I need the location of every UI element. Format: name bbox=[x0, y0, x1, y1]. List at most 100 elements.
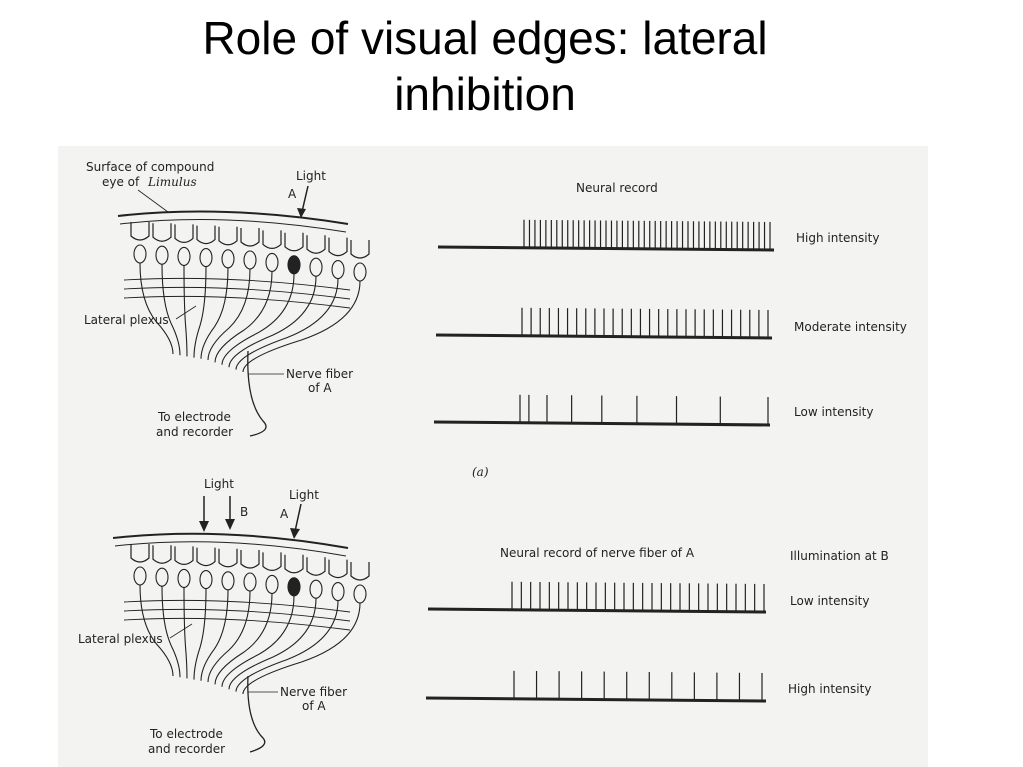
retinula-cell bbox=[133, 244, 147, 264]
nerve-fiber bbox=[235, 600, 339, 692]
trace-b-high-baseline bbox=[425, 696, 767, 703]
plexus-strand bbox=[123, 286, 351, 300]
ommatidium bbox=[262, 552, 282, 571]
lateral-plexus-label-b: Lateral plexus bbox=[78, 632, 163, 646]
retinula-cell bbox=[265, 252, 279, 272]
neural-record-title-a: Neural record bbox=[576, 181, 658, 195]
nerve-fiber bbox=[207, 268, 251, 361]
ommatidium-a-dark bbox=[287, 577, 301, 597]
trace-label-high-intensity: High intensity bbox=[796, 231, 879, 245]
ommatidium bbox=[152, 223, 172, 242]
light-arrow-a-head bbox=[297, 208, 306, 218]
ommatidium bbox=[284, 232, 304, 252]
ommatidium bbox=[350, 240, 370, 259]
retinula-cell bbox=[221, 249, 235, 269]
panel-b-eye-diagram: Light B Light A Lateral plexus Nerve fib… bbox=[78, 477, 370, 756]
light-label-a: Light bbox=[296, 169, 326, 183]
ommatidium bbox=[218, 548, 238, 568]
nerve-fiber bbox=[139, 262, 174, 355]
ommatidium bbox=[130, 544, 150, 563]
retinula-cell bbox=[177, 568, 191, 588]
nerve-fiber bbox=[183, 265, 188, 357]
plexus-strand bbox=[123, 608, 351, 622]
ommatidium bbox=[306, 235, 326, 254]
ommatidium bbox=[328, 237, 348, 257]
trace-label-moderate-intensity: Moderate intensity bbox=[794, 320, 907, 334]
retinula-cell bbox=[199, 570, 213, 590]
panel-b-neural-records: Neural record of nerve fiber of A Illumi… bbox=[425, 546, 889, 703]
nerve-fiber bbox=[214, 593, 273, 685]
neural-trace-moderate-intensity bbox=[435, 307, 773, 340]
light-arrow-b-head bbox=[225, 519, 235, 530]
eye-surface-species-label: Limulus bbox=[147, 175, 197, 189]
retinula-cell bbox=[243, 250, 257, 270]
nerve-fiber bbox=[221, 595, 295, 687]
neural-trace-b-low-intensity bbox=[427, 581, 767, 614]
lateral-plexus-leader-b bbox=[169, 623, 193, 639]
ommatidium bbox=[350, 562, 370, 581]
nerve-fiber bbox=[214, 271, 273, 363]
nerve-fiber bbox=[193, 266, 207, 358]
retinula-cell bbox=[177, 246, 191, 266]
electrode-label-a-line-2: and recorder bbox=[156, 425, 233, 439]
ommatidium bbox=[130, 222, 150, 241]
lateral-plexus-label-a: Lateral plexus bbox=[84, 313, 169, 327]
eye-surface-arc-a bbox=[117, 210, 349, 225]
trace-label-b-high-intensity: High intensity bbox=[788, 682, 871, 696]
nerve-fiber bbox=[161, 586, 181, 678]
ommatidium bbox=[218, 226, 238, 246]
eye-surface-inner-arc-a bbox=[119, 219, 347, 233]
neural-record-title-b: Neural record of nerve fiber of A bbox=[500, 546, 695, 560]
illumination-title-b: Illumination at B bbox=[790, 549, 889, 563]
retinula-cell bbox=[331, 260, 345, 280]
light-a-letter-b: A bbox=[280, 507, 289, 521]
nerve-fiber bbox=[242, 602, 361, 695]
slide-title-line-1: Role of visual edges: lateral bbox=[202, 12, 768, 64]
nerve-fiber bbox=[235, 278, 339, 370]
slide-title: Role of visual edges: lateral inhibition bbox=[0, 10, 970, 122]
panel-a-eye-diagram: Surface of compound eye of Limulus Light… bbox=[84, 160, 370, 439]
ommatidium bbox=[174, 546, 194, 565]
neural-trace-b-high-intensity bbox=[425, 670, 767, 703]
retinula-cell bbox=[243, 572, 257, 592]
plexus-strand bbox=[123, 277, 351, 291]
retinula-cell bbox=[155, 567, 169, 587]
retinula-cell bbox=[309, 579, 323, 599]
trace-label-low-intensity: Low intensity bbox=[794, 405, 873, 419]
light-label-left-b: Light bbox=[204, 477, 234, 491]
nerve-fiber bbox=[242, 280, 361, 373]
retinula-cell bbox=[133, 566, 147, 586]
light-label-right-b: Light bbox=[289, 488, 319, 502]
trace-label-b-low-intensity: Low intensity bbox=[790, 594, 869, 608]
nerve-fiber bbox=[193, 588, 207, 680]
trace-low-baseline bbox=[433, 420, 771, 427]
retinula-cell bbox=[221, 571, 235, 591]
nerve-fiber bbox=[200, 589, 229, 681]
nerve-fiber-label-a-line-2: of A bbox=[308, 381, 332, 395]
figure-svg: Surface of compound eye of Limulus Light… bbox=[78, 160, 907, 756]
lateral-plexus-lines-a bbox=[123, 277, 351, 309]
nerve-fiber bbox=[207, 590, 251, 683]
eye-surface-label-line-1: Surface of compound bbox=[86, 160, 214, 174]
light-arrow-a-b-head bbox=[290, 528, 300, 539]
nerve-fiber bbox=[221, 273, 295, 365]
nerve-fiber-of-a-path bbox=[247, 350, 267, 437]
trace-b-low-baseline bbox=[427, 607, 767, 614]
plexus-strand bbox=[123, 599, 351, 613]
eye-surface-label-line-2: eye of bbox=[102, 175, 140, 189]
neural-trace-high-intensity bbox=[437, 219, 775, 252]
nerve-fiber-label-b-line-1: Nerve fiber bbox=[280, 685, 347, 699]
retinula-cell bbox=[353, 262, 367, 282]
retinula-cell bbox=[155, 245, 169, 265]
lateral-plexus-lines-b bbox=[123, 599, 351, 631]
eye-surface-arc-b bbox=[112, 532, 349, 549]
ommatidium bbox=[306, 557, 326, 576]
electrode-label-a-line-1: To electrode bbox=[157, 410, 231, 424]
light-b-letter: B bbox=[240, 505, 248, 519]
nerve-fiber bbox=[200, 267, 229, 359]
neural-trace-low-intensity bbox=[433, 394, 771, 427]
electrode-label-b-line-2: and recorder bbox=[148, 742, 225, 756]
nerve-fiber bbox=[183, 587, 188, 679]
nerve-fiber bbox=[161, 264, 181, 356]
ommatidium bbox=[152, 545, 172, 564]
